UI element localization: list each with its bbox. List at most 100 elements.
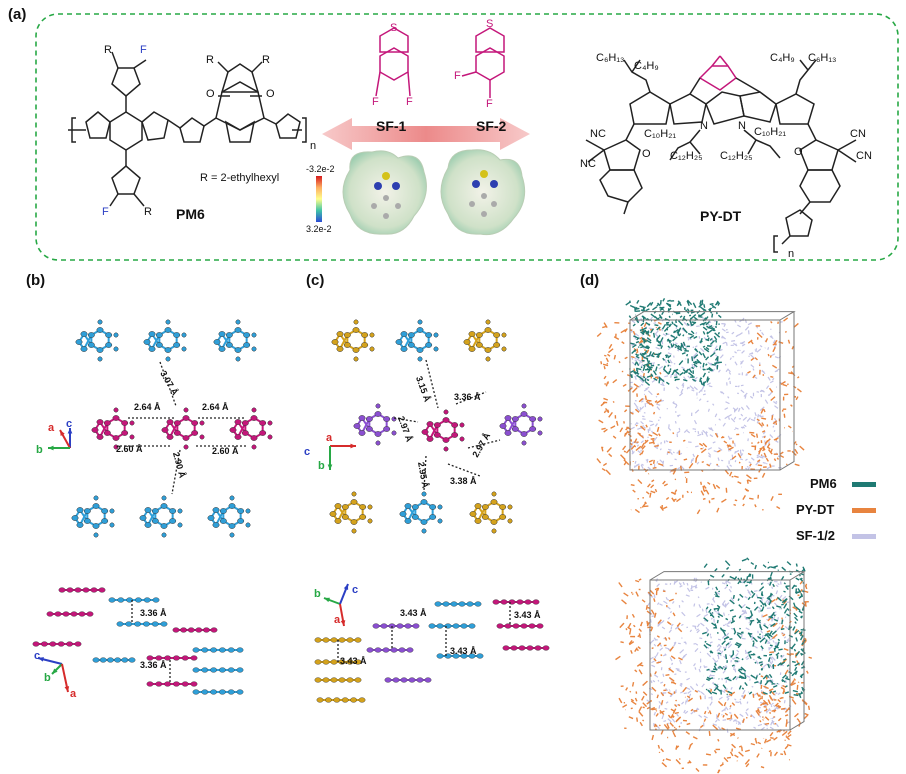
b-stack-axis-c-arrow-head bbox=[38, 657, 44, 662]
pm6-f-top: F bbox=[140, 44, 147, 56]
c-contact-1 bbox=[425, 359, 439, 409]
c-axis-b-arrow-head bbox=[327, 464, 333, 470]
b-dist-5: 2.60 Å bbox=[212, 446, 239, 456]
c-axis-a-arrow-head bbox=[350, 443, 356, 449]
c-contact-3 bbox=[393, 417, 419, 423]
c-stack-dist-2: 3.43 Å bbox=[514, 610, 541, 620]
pydt-c12h25-left: C₁₂H₂₅ bbox=[670, 150, 703, 162]
c-molecule-top-right bbox=[463, 319, 507, 362]
c-dist-2: 3.36 Å bbox=[454, 392, 481, 402]
legend-swatch-sf bbox=[852, 534, 876, 539]
panel-d-label: (d) bbox=[580, 272, 600, 289]
b-axis-c: c bbox=[66, 418, 73, 430]
b-molecule-mid-right bbox=[229, 407, 273, 450]
pydt-cn-right-top: CN bbox=[850, 128, 866, 140]
pm6-r-definition: R = 2-ethylhexyl bbox=[200, 172, 280, 184]
c-axis-a: a bbox=[326, 432, 333, 444]
sf2-label: SF-2 bbox=[476, 118, 507, 134]
b-stack-7 bbox=[172, 627, 218, 633]
pydt-n-subscript: n bbox=[788, 248, 795, 260]
b-molecule-top-left bbox=[75, 319, 119, 362]
b-axis-b: b bbox=[36, 444, 43, 456]
pm6-r-top-bdd-left: R bbox=[206, 54, 214, 66]
pydt-c6h13-left: C₆H₁₃ bbox=[596, 52, 625, 64]
esp-color-scale bbox=[316, 176, 322, 222]
b-molecule-bottom-left bbox=[71, 495, 115, 538]
c-stack-8 bbox=[434, 601, 482, 607]
c-contact-6 bbox=[447, 463, 481, 477]
b-stack-5 bbox=[32, 641, 82, 647]
b-stack-axis-c: c bbox=[34, 650, 41, 662]
esp-scale-top: -3.2e-2 bbox=[306, 164, 335, 174]
esp-map-sf1 bbox=[342, 150, 427, 235]
c-stack-11 bbox=[492, 599, 540, 605]
b-molecule-mid-center bbox=[161, 407, 205, 450]
legend-item-pm6: PM6 bbox=[810, 476, 837, 491]
c-molecule-bottom-left bbox=[329, 491, 373, 534]
c-stack-6 bbox=[366, 647, 414, 653]
b-stack-9 bbox=[146, 655, 198, 661]
b-stack-2 bbox=[46, 611, 94, 617]
pm6-structure bbox=[68, 51, 307, 207]
pydt-c10h21-right: C₁₀H₂₁ bbox=[754, 126, 787, 138]
c-contact-5 bbox=[423, 455, 427, 491]
pm6-n-subscript: n bbox=[310, 140, 317, 152]
c-stack-9 bbox=[428, 623, 476, 629]
c-stack-10 bbox=[436, 653, 484, 659]
c-contact-2 bbox=[455, 391, 487, 405]
b-stack-axis-a-arrow-head bbox=[64, 686, 70, 692]
c-stack-axis-b-arrow-head bbox=[324, 597, 330, 603]
legend-label-pm6: PM6 bbox=[810, 476, 837, 491]
c-stack-axis-a: a bbox=[334, 614, 341, 626]
legend-item-sf: SF-1/2 bbox=[796, 528, 835, 543]
panel-c-label: (c) bbox=[306, 272, 325, 289]
c-stack-13 bbox=[502, 645, 550, 651]
c-stack-4 bbox=[316, 697, 366, 703]
c-contact-4 bbox=[467, 439, 501, 449]
pydt-c6h13-right: C₆H₁₃ bbox=[808, 52, 837, 64]
double-arrow bbox=[322, 118, 530, 150]
b-axis-a: a bbox=[48, 422, 55, 434]
pm6-f-bottom: F bbox=[102, 206, 109, 218]
pm6-o-right: O bbox=[266, 88, 275, 100]
sf1-label: SF-1 bbox=[376, 118, 407, 134]
c-molecule-top-center bbox=[395, 319, 439, 362]
c-molecule-mid-center bbox=[421, 409, 465, 452]
pydt-cn-right-bottom: CN bbox=[856, 150, 872, 162]
c-axis-b: b bbox=[318, 460, 325, 472]
b-stack-axis-b-arrow-head bbox=[52, 668, 58, 674]
pydt-c4h9-right: C₄H₉ bbox=[770, 52, 795, 64]
c-molecule-mid-left bbox=[353, 403, 397, 446]
b-stack-1 bbox=[58, 587, 106, 593]
panel-a-label: (a) bbox=[8, 6, 27, 23]
sf2-f-left: F bbox=[454, 70, 461, 82]
pydt-c12h25-right: C₁₂H₂₅ bbox=[720, 150, 753, 162]
b-stack-3 bbox=[108, 597, 160, 603]
pydt-o-left: O bbox=[642, 148, 651, 160]
pm6-r-top-bdd-right: R bbox=[262, 54, 270, 66]
c-molecule-bottom-center bbox=[399, 491, 443, 534]
b-stack-axis-b: b bbox=[44, 672, 51, 684]
legend-item-pydt: PY-DT bbox=[796, 502, 834, 517]
c-stack-12 bbox=[496, 623, 544, 629]
b-axis-a-arrow-head bbox=[60, 430, 65, 436]
c-dist-6: 3.38 Å bbox=[450, 476, 477, 486]
c-stack-dist-3: 3.43 Å bbox=[450, 646, 477, 656]
b-stack-4 bbox=[116, 621, 168, 627]
pm6-r-top-left: R bbox=[104, 44, 112, 56]
esp-map-sf2 bbox=[440, 149, 526, 236]
pydt-structure bbox=[585, 55, 857, 253]
b-stack-dist-2: 3.36 Å bbox=[140, 660, 167, 670]
b-contact-6 bbox=[171, 449, 181, 495]
pydt-name: PY-DT bbox=[700, 208, 742, 224]
b-axis-b-arrow-head bbox=[48, 445, 54, 451]
c-stack-axis-a-arrow-head bbox=[340, 620, 346, 626]
c-stack-dist-4: 3.43 Å bbox=[340, 656, 367, 666]
sf1-s: S bbox=[390, 22, 398, 34]
sf1-f-left: F bbox=[372, 96, 379, 108]
b-stack-11 bbox=[146, 681, 198, 687]
c-stack-axis-b: b bbox=[314, 588, 321, 600]
b-stack-axis-a: a bbox=[70, 688, 77, 700]
